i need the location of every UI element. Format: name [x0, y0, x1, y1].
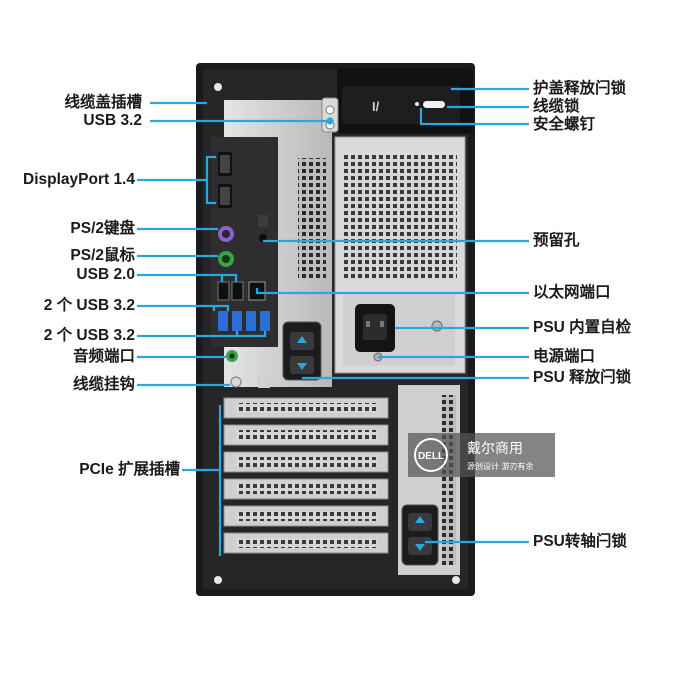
pcie-slot	[223, 451, 389, 473]
label-ps2-mouse: PS/2鼠标	[70, 247, 135, 264]
pcie-slot	[223, 478, 389, 500]
label-pcie-slots: PCIe 扩展插槽	[79, 461, 180, 478]
leader-usb20	[137, 273, 238, 282]
mid-vent	[298, 158, 326, 278]
dell-watermark: DELL 戴尔商用 源创设计 游刃有余	[408, 433, 555, 477]
pcie-slot	[223, 532, 389, 554]
watermark-title: 戴尔商用	[467, 441, 523, 457]
label-ethernet-port: 以太网端口	[533, 284, 611, 301]
leader-usb32-b	[137, 331, 267, 338]
cover-release-latch-block: I/	[337, 68, 473, 134]
pcie-slots	[223, 397, 389, 554]
svg-text:I/: I/	[372, 99, 380, 114]
label-power-port: 电源端口	[533, 348, 596, 365]
label-cable-hook: 线缆挂钩	[72, 376, 135, 393]
label-audio-port: 音频端口	[72, 348, 135, 365]
label-cable-lock: 线缆锁	[533, 98, 580, 115]
pcie-slot	[223, 424, 389, 446]
label-cover-release-latch: 护盖释放闩锁	[533, 80, 627, 97]
label-usb32-pair-b: 2 个 USB 3.2	[43, 327, 135, 344]
psu-release-latch[interactable]	[282, 321, 322, 381]
label-psu-release-latch: PSU 释放闩锁	[533, 369, 632, 386]
label-psu-hinge-latch: PSU转轴闩锁	[533, 533, 627, 550]
watermark-subtitle: 源创设计 游刃有余	[467, 461, 534, 471]
pcie-slot	[223, 397, 389, 419]
label-cable-cover-slot: 线缆盖插槽	[64, 94, 142, 111]
leader-lines	[137, 87, 529, 556]
psu	[334, 136, 466, 374]
pcie-slot	[223, 505, 389, 527]
label-usb32-top: USB 3.2	[83, 112, 142, 129]
label-displayport: DisplayPort 1.4	[23, 171, 135, 188]
label-reserved-hole: 预留孔	[533, 232, 580, 249]
leader-usb32-a	[137, 304, 230, 311]
label-usb20: USB 2.0	[76, 266, 135, 283]
label-security-screw: 安全螺钉	[533, 116, 596, 133]
label-usb32-pair-a: 2 个 USB 3.2	[43, 297, 135, 314]
leader-ethernet	[255, 288, 529, 295]
dell-logo-text: DELL	[418, 451, 444, 462]
leader-displayport	[137, 155, 216, 205]
label-psu-bist: PSU 内置自检	[533, 319, 632, 336]
psu-hinge-latch[interactable]	[401, 504, 439, 566]
leader-security-screw	[419, 108, 529, 126]
label-ps2-keyboard: PS/2键盘	[70, 220, 135, 237]
